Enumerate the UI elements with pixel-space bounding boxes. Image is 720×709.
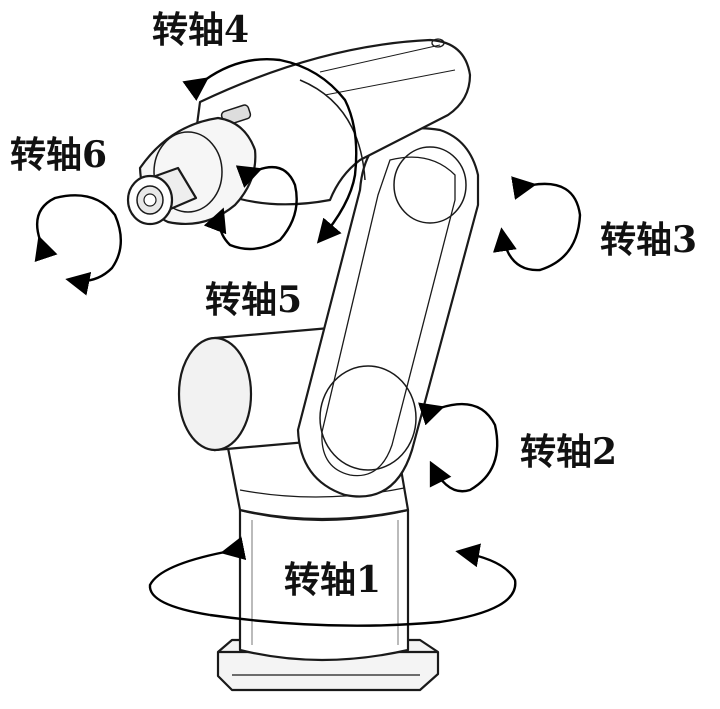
axis5-label: 转轴5: [205, 279, 303, 321]
axis2-arrow: [418, 402, 499, 493]
axis4-label: 转轴4: [152, 9, 250, 51]
wrist: [126, 116, 257, 226]
rotation-arrows: [34, 58, 582, 627]
lower-arm: [296, 127, 480, 498]
axis4-arrow: [182, 58, 358, 244]
axis2-label: 转轴2: [520, 431, 618, 473]
axis6-arrow: [34, 194, 122, 296]
axis1-arrow-front: [209, 543, 517, 627]
axis5-arrow: [203, 165, 298, 251]
axis6-label: 转轴6: [10, 134, 108, 176]
axis3-label: 转轴3: [600, 219, 698, 261]
axis1-label: 转轴1: [284, 559, 382, 601]
axis3-arrow: [492, 176, 582, 272]
axis1-arrow-back: [148, 536, 247, 617]
